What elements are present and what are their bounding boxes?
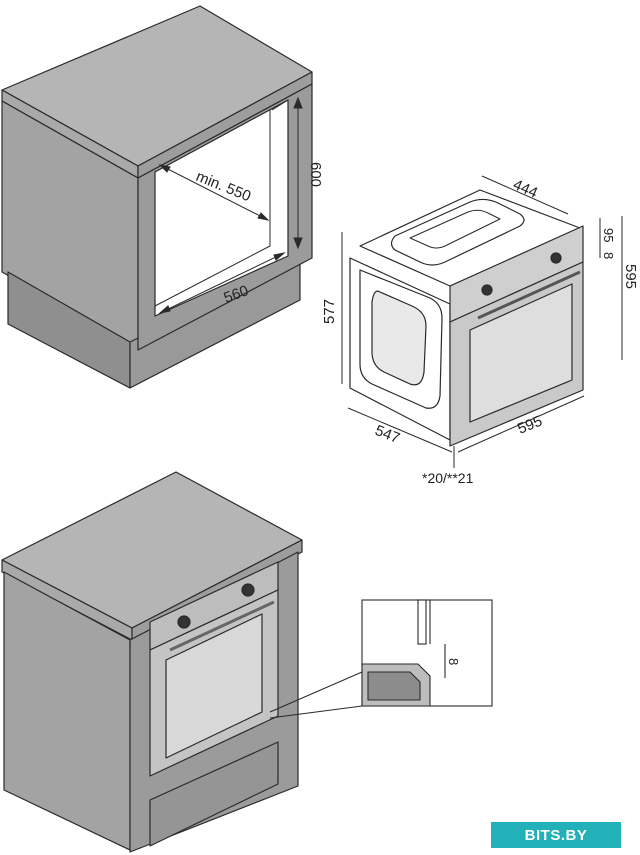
- cabinet-installed: [1, 471, 303, 853]
- niche-width-arrowhead-a: [158, 305, 171, 314]
- oven-isometric: [349, 189, 584, 447]
- callout-line-b: [269, 705, 363, 719]
- bits-logo-text: BITS.BY: [524, 826, 588, 844]
- niche-depth-arrowhead-b: [257, 212, 270, 221]
- installed-plinth: [149, 741, 279, 847]
- installed-knob-right: [241, 583, 255, 597]
- niche-opening: [154, 99, 289, 317]
- detail-callout: [269, 671, 363, 719]
- niche-height-label: 600: [307, 162, 324, 187]
- oven-dimensions: [341, 175, 623, 468]
- oven-tolerance-label: *20/**21: [422, 470, 474, 486]
- oven-side-height-label: 577: [321, 299, 338, 324]
- oven-width-label: 444: [510, 176, 540, 202]
- niche-inner-edge: [154, 110, 271, 307]
- oven-depth-label: 547: [373, 422, 403, 447]
- oven-side-window: [371, 290, 427, 386]
- oven-knob-left: [481, 284, 493, 296]
- oven-front-width-arrow: [457, 395, 585, 453]
- detail-gap-label: 8: [446, 658, 461, 665]
- niche-dimensions: [158, 96, 303, 314]
- callout-line-a: [269, 671, 363, 713]
- detail-hatched-section: [367, 671, 421, 701]
- oven-top-vent-inner: [409, 209, 501, 249]
- installed-knob-left: [177, 615, 191, 629]
- installed-oven-glass: [165, 613, 263, 759]
- oven-top-a-label: 95: [601, 228, 616, 242]
- niche-inner-edge-2: [271, 99, 289, 111]
- oven-height-label: 595: [622, 264, 639, 289]
- niche-height-arrowhead-a: [293, 96, 303, 109]
- detail-inset: [361, 599, 493, 707]
- oven-door-handle: [477, 270, 581, 320]
- niche-depth-arrowhead-a: [158, 164, 171, 173]
- niche-width-arrowhead-b: [273, 252, 286, 261]
- niche-depth-arrow: [159, 164, 269, 221]
- niche-height-arrowhead-b: [293, 237, 303, 250]
- oven-width-arrow: [481, 175, 569, 215]
- oven-door-glass: [469, 283, 573, 423]
- oven-top-b-label: 8: [601, 252, 616, 259]
- cabinet-niche: [1, 5, 313, 389]
- niche-width-arrow: [159, 252, 285, 314]
- bits-logo: BITS.BY: [491, 822, 621, 848]
- oven-knob-right: [550, 252, 562, 264]
- installed-oven-handle: [169, 600, 275, 652]
- detail-oven-edge: [417, 599, 427, 645]
- oven-depth-arrow: [347, 407, 453, 453]
